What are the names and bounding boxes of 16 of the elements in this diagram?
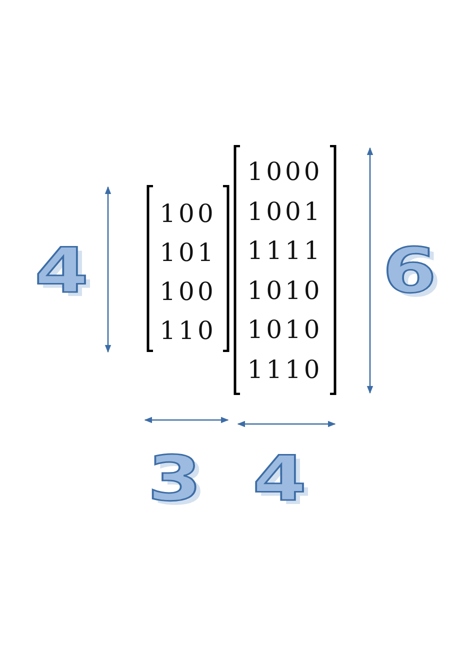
matrix-row-text: 1010	[246, 315, 324, 345]
matrix	[233, 145, 337, 395]
dimension-number: 4	[252, 448, 307, 510]
dimension-number: 3	[148, 448, 202, 510]
dimension-number: 4	[34, 240, 89, 302]
matrix-row-text: 100	[158, 199, 218, 229]
matrix-row-text: 100	[158, 277, 218, 307]
matrix-row-text: 1001	[246, 196, 324, 226]
matrix-row-text: 101	[158, 238, 218, 268]
matrix-row-text: 1010	[246, 276, 324, 306]
matrix-row-text: 1000	[246, 157, 324, 187]
matrix-row-text: 1110	[246, 354, 324, 384]
matrix	[146, 185, 230, 352]
matrix-row-text: 110	[158, 316, 218, 346]
dimension-number: 6	[382, 240, 437, 302]
matrix-row-text: 1111	[246, 236, 324, 266]
